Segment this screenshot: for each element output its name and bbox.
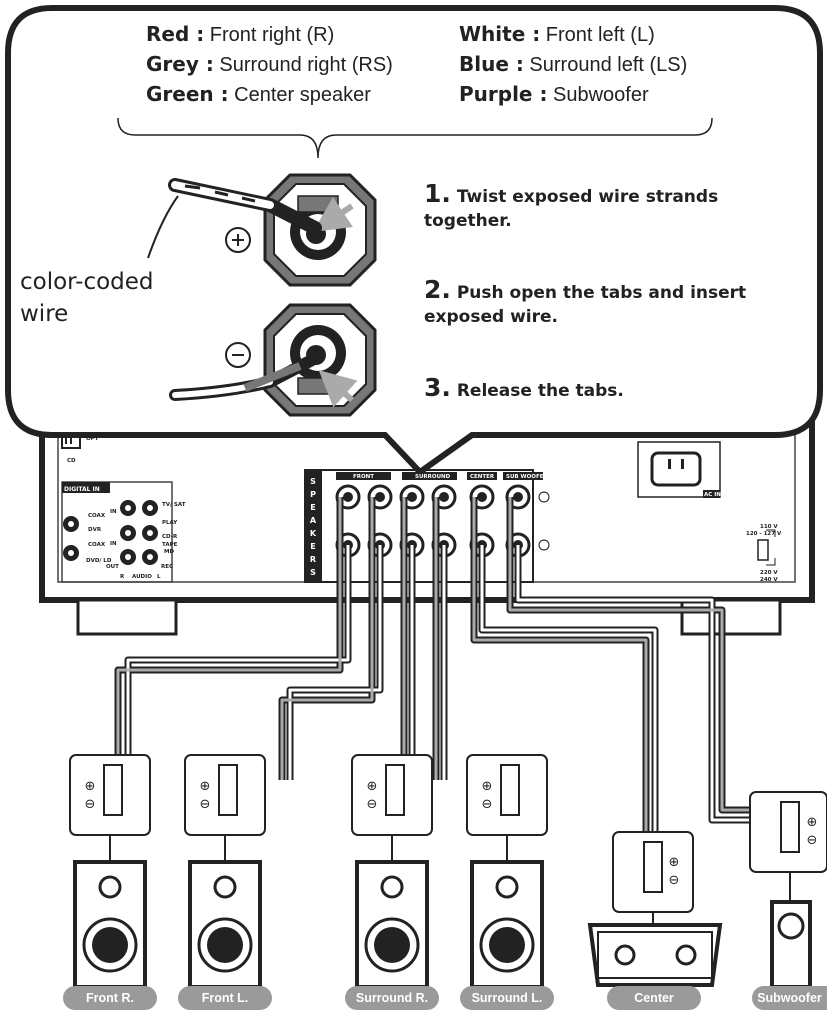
out-label: OUT [106, 564, 119, 570]
v120-label: 120 - 127 V [746, 531, 782, 537]
tv-sat-label: TV/ SAT [162, 502, 186, 508]
wire-label-line2: wire [20, 301, 69, 327]
color-sep: : [508, 52, 524, 76]
wire-label: color-coded wire [20, 266, 154, 330]
in2-label: IN [110, 541, 117, 547]
color-name: Green [146, 82, 214, 106]
color-desc: Surround right (RS) [213, 54, 393, 76]
speakers-letter: S [310, 568, 316, 577]
dvr-label: DVR [88, 527, 102, 533]
color-code-white: White : Front left (L) [459, 22, 655, 47]
dvd-ld-label: DVD/ LD [86, 558, 112, 564]
in1-label: IN [110, 509, 117, 515]
step-text-line1: Release the tabs. [456, 381, 624, 401]
audio-label: AUDIO [132, 574, 152, 580]
callout-bubble [5, 5, 823, 476]
speakers-letter: A [310, 516, 317, 525]
step-text-line1: Push open the tabs and insert [456, 283, 747, 303]
color-name: Purple [459, 82, 533, 106]
step-text-line2: together. [424, 211, 512, 231]
color-code-purple: Purple : Subwoofer [459, 82, 649, 107]
speaker-label-surround-r: Surround R. [345, 986, 439, 1010]
speakers-letter: S [310, 477, 316, 486]
color-sep: : [525, 22, 541, 46]
speaker-wires [114, 497, 790, 850]
color-code-green: Green : Center speaker [146, 82, 371, 107]
rec-label: REC [161, 564, 173, 570]
step-3: 3. Release the tabs. [424, 373, 624, 403]
tape-label: TAPE [162, 542, 178, 548]
color-name: White [459, 22, 526, 46]
terminal-closeup [147, 173, 377, 417]
step-1: 1. Twist exposed wire strands together. [424, 179, 719, 233]
step-text-line2: exposed wire. [424, 307, 558, 327]
r-label: R [120, 574, 125, 580]
speakers-letter: P [310, 490, 316, 499]
svg-text:⊕: ⊕ [200, 779, 211, 794]
color-desc: Subwoofer [547, 84, 649, 106]
speaker-label-subwoofer: Subwoofer [752, 986, 827, 1010]
color-code-blue: Blue : Surround left (LS) [459, 52, 687, 77]
step-2: 2. Push open the tabs and insert exposed… [424, 275, 747, 329]
cd-label: CD [67, 458, 76, 464]
center-label: CENTER [470, 474, 495, 480]
l-label: L [157, 574, 161, 580]
cdr-label: CD-R [162, 534, 178, 540]
svg-text:⊖: ⊖ [482, 797, 493, 812]
v110-label: 110 V [760, 524, 778, 530]
front-label: FRONT [353, 474, 374, 480]
svg-text:⊕: ⊕ [482, 779, 493, 794]
speakers-letter: E [310, 503, 315, 512]
svg-text:⊖: ⊖ [367, 797, 378, 812]
svg-text:⊕: ⊕ [85, 779, 96, 794]
color-desc: Front right (R) [204, 24, 335, 46]
color-sep: : [189, 22, 205, 46]
v240-label: 240 V [760, 577, 778, 583]
speaker-label-surround-l: Surround L. [460, 986, 554, 1010]
svg-text:⊖: ⊖ [200, 797, 211, 812]
speakers-letter: R [310, 555, 316, 564]
color-sep: : [198, 52, 214, 76]
color-name: Red [146, 22, 190, 46]
svg-text:⊖: ⊖ [807, 833, 818, 848]
speakers-letter: E [310, 542, 315, 551]
svg-text:⊕: ⊕ [367, 779, 378, 794]
svg-text:⊖: ⊖ [85, 797, 96, 812]
speaker-label-front-l: Front L. [178, 986, 272, 1010]
color-desc: Front left (L) [540, 24, 655, 46]
coax1-label: COAX [88, 513, 106, 519]
coax2-label: COAX [88, 542, 106, 548]
surround-label: SURROUND [415, 474, 451, 480]
md-label: MD [164, 549, 174, 555]
play-label: PLAY [162, 520, 178, 526]
color-name: Blue [459, 52, 509, 76]
step-text-line1: Twist exposed wire strands [456, 187, 719, 207]
step-number: 1. [424, 179, 451, 208]
color-desc: Center speaker [228, 84, 371, 106]
svg-text:⊖: ⊖ [669, 873, 680, 888]
svg-text:⊕: ⊕ [669, 855, 680, 870]
speaker-label-front-r: Front R. [63, 986, 157, 1010]
step-number: 3. [424, 373, 451, 402]
digital-in-label: DIGITAL IN [64, 486, 100, 493]
wire-label-line1: color-coded [20, 269, 154, 295]
subwoofer-label: SUB WOOFER [506, 474, 548, 480]
color-code-grey: Grey : Surround right (RS) [146, 52, 393, 77]
speaker-label-center: Center [607, 986, 701, 1010]
color-sep: : [213, 82, 229, 106]
step-number: 2. [424, 275, 451, 304]
color-code-red: Red : Front right (R) [146, 22, 334, 47]
color-sep: : [532, 82, 548, 106]
speakers-letter: K [310, 529, 317, 538]
opt-label: OPT [86, 436, 99, 442]
speaker-terminal-boxes: ⊕ ⊖ ⊕ ⊖ ⊕ ⊖ ⊕ ⊖ ⊕ ⊖ ⊕ ⊖ [69, 754, 827, 925]
ac-in-label: AC IN [704, 492, 721, 498]
color-desc: Surround left (LS) [523, 54, 688, 76]
speaker-cabinets [73, 860, 812, 989]
svg-text:⊕: ⊕ [807, 815, 818, 830]
v220-label: 220 V [760, 570, 778, 576]
color-name: Grey [146, 52, 199, 76]
